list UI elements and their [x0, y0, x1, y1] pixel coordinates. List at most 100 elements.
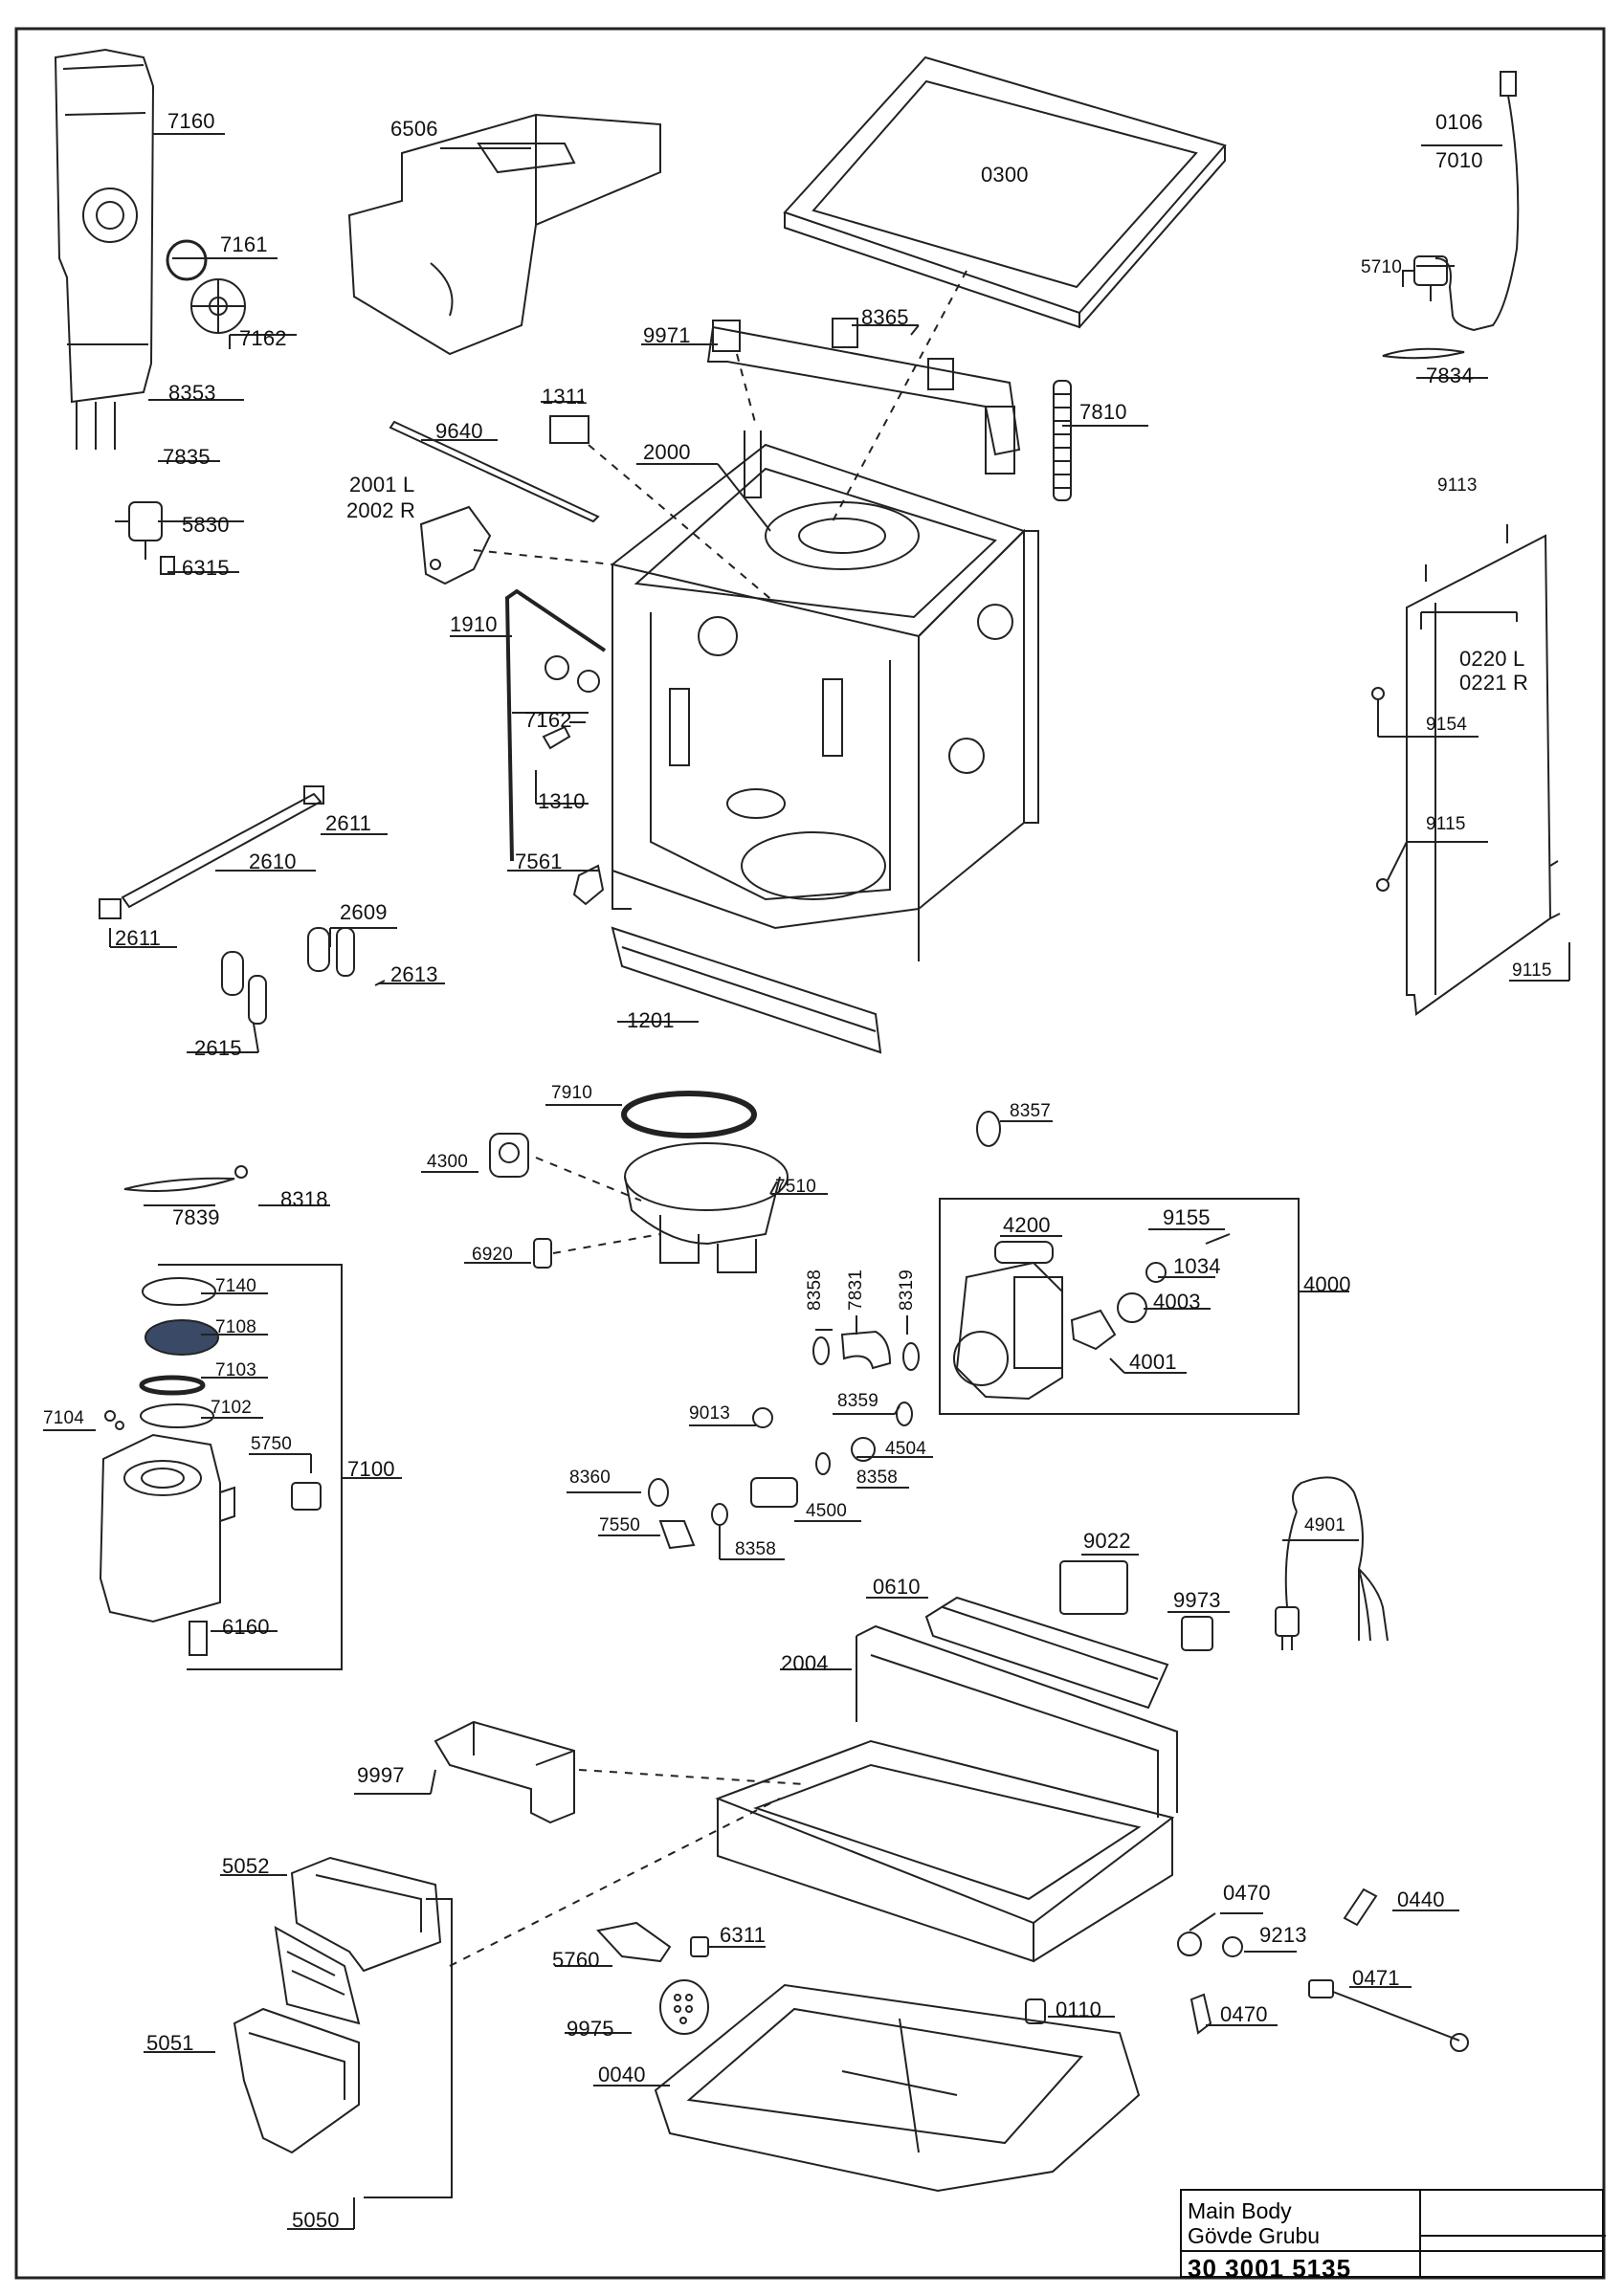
part-4001	[1070, 1309, 1117, 1351]
part-4300	[489, 1133, 529, 1178]
label-0610: 0610	[873, 1575, 921, 1599]
label-7100: 7100	[347, 1457, 395, 1481]
label-6506: 6506	[390, 117, 438, 141]
label-5050: 5050	[292, 2208, 340, 2232]
label-9971: 9971	[643, 323, 691, 347]
part-1910-seal	[504, 588, 607, 862]
label-1201: 1201	[627, 1008, 675, 1032]
part-2001-bracket	[419, 505, 492, 585]
label-2613: 2613	[390, 962, 438, 986]
label-1311: 1311	[542, 385, 589, 408]
label-6315: 6315	[182, 556, 230, 580]
part-8318	[234, 1165, 248, 1179]
label-7510: 7510	[775, 1177, 817, 1197]
label-2611-b: 2611	[115, 926, 162, 950]
label-0471: 0471	[1352, 1966, 1400, 1990]
part-9013	[752, 1407, 773, 1428]
page-border	[14, 27, 1606, 2280]
label-0470-a: 0470	[1223, 1881, 1271, 1905]
label-5750: 5750	[251, 1434, 293, 1454]
part-7561	[572, 864, 605, 906]
label-4901: 4901	[1304, 1515, 1346, 1535]
part-2611-b	[99, 898, 122, 919]
label-0110: 0110	[1056, 1998, 1102, 2021]
label-1910: 1910	[450, 612, 498, 636]
title-block-title-tr: Gövde Grubu	[1188, 2223, 1321, 2248]
part-0610	[924, 1596, 1169, 1710]
label-5051: 5051	[146, 2031, 194, 2055]
label-7834: 7834	[1426, 364, 1474, 387]
part-7108-membrane	[145, 1319, 219, 1356]
label-7839: 7839	[172, 1205, 220, 1229]
part-1034	[1145, 1262, 1167, 1283]
part-0110	[1025, 1998, 1046, 2024]
part-0470-a	[1177, 1932, 1202, 1956]
part-7810-rod	[1053, 380, 1072, 501]
label-8360: 8360	[569, 1468, 611, 1488]
part-7104	[104, 1410, 116, 1422]
label-9115-a: 9115	[1426, 814, 1466, 834]
label-6311: 6311	[720, 1923, 767, 1947]
part-2611-a	[303, 785, 324, 805]
part-4901-cable	[1275, 1476, 1389, 1650]
part-4200	[994, 1241, 1054, 1264]
label-7160: 7160	[167, 109, 215, 133]
label-4000: 4000	[1303, 1272, 1351, 1296]
label-7103: 7103	[215, 1360, 257, 1380]
part-7510-sump	[624, 1142, 789, 1273]
label-9997: 9997	[357, 1763, 405, 1787]
label-2004: 2004	[781, 1651, 829, 1675]
label-8318: 8318	[280, 1187, 328, 1211]
label-9115-b: 9115	[1512, 960, 1552, 981]
part-4000-pump	[953, 1261, 1063, 1401]
label-9013: 9013	[689, 1403, 731, 1424]
label-7162-b: 7162	[524, 708, 572, 732]
label-7835: 7835	[163, 445, 211, 469]
part-6160	[189, 1621, 208, 1656]
part-1310	[542, 725, 571, 750]
title-block: Main Body Gövde Grubu 30 3001 5135	[1180, 2189, 1606, 2283]
part-7140-cap	[142, 1277, 216, 1306]
part-0300-lid	[783, 55, 1227, 329]
part-7162-filter	[190, 278, 246, 334]
label-9154: 9154	[1426, 715, 1468, 735]
label-0220: 0220 L	[1459, 647, 1525, 671]
part-5750	[291, 1482, 322, 1511]
part-0471	[1308, 1979, 1469, 2052]
part-9971-bracket	[706, 320, 1021, 498]
label-0300: 0300	[981, 163, 1029, 187]
part-8365	[832, 318, 858, 348]
label-9975: 9975	[567, 2017, 614, 2041]
label-2609: 2609	[340, 900, 388, 924]
part-9155-screw	[1205, 1233, 1231, 1245]
part-1201-hinge	[611, 926, 882, 1054]
label-9640: 9640	[435, 419, 483, 443]
label-5052: 5052	[222, 1854, 270, 1878]
label-7102: 7102	[211, 1398, 253, 1418]
part-7831-hose	[840, 1330, 892, 1370]
part-5051-pcb	[274, 1926, 361, 2025]
title-block-right-divider	[1421, 2235, 1606, 2237]
part-5760	[596, 1921, 672, 1963]
label-4003: 4003	[1153, 1290, 1201, 1314]
part-7103-ring	[139, 1375, 206, 1396]
label-2615: 2615	[194, 1036, 242, 1060]
part-6920	[533, 1238, 552, 1269]
label-4200: 4200	[1003, 1213, 1051, 1237]
label-0440: 0440	[1397, 1888, 1445, 1911]
part-7102	[140, 1403, 214, 1428]
part-4500-valve	[750, 1477, 798, 1508]
label-8358-c: 8358	[735, 1539, 777, 1559]
label-8357: 8357	[1010, 1101, 1052, 1121]
label-5830: 5830	[182, 513, 230, 537]
label-6920: 6920	[472, 1245, 514, 1265]
label-9155: 9155	[1163, 1205, 1211, 1229]
label-5710: 5710	[1361, 257, 1403, 277]
part-7010-hose	[1434, 71, 1520, 332]
label-9022: 9022	[1083, 1529, 1131, 1553]
part-0220-side-panel	[1406, 534, 1552, 1016]
label-0470-b: 0470	[1220, 2002, 1268, 2026]
part-9973	[1181, 1616, 1213, 1651]
part-7910-gasket	[621, 1091, 757, 1138]
